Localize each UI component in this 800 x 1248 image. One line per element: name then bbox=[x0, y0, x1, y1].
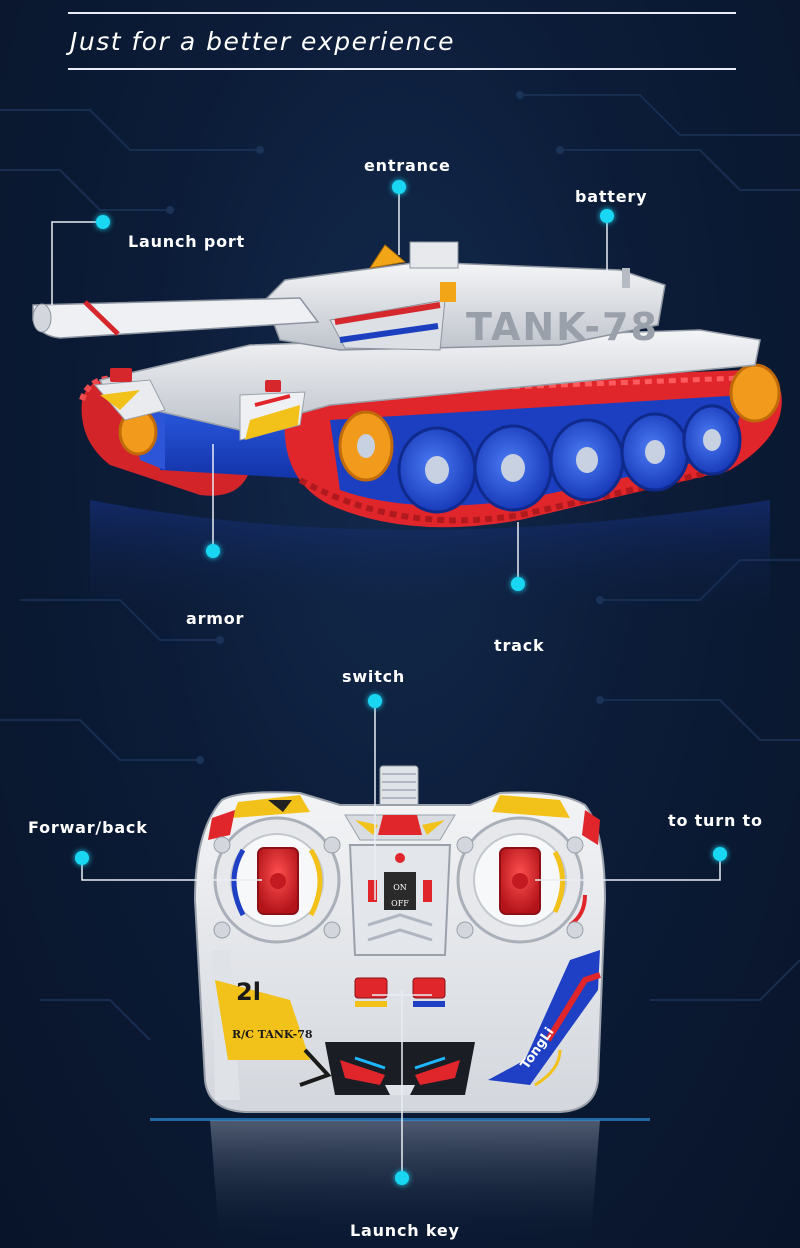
switch-callout-dot bbox=[368, 694, 382, 708]
brand-decal bbox=[488, 950, 600, 1085]
power-switch bbox=[384, 872, 416, 910]
header-bottom-rule bbox=[68, 68, 736, 70]
launch-key-label: Launch key bbox=[350, 1221, 460, 1240]
tank-reflection bbox=[90, 500, 770, 623]
turn-label: to turn to bbox=[668, 811, 763, 830]
launch-key-callout-dot bbox=[395, 1171, 409, 1185]
entrance-label: entrance bbox=[364, 156, 451, 175]
svg-text:ON: ON bbox=[393, 883, 407, 892]
armor-callout-dot bbox=[206, 544, 220, 558]
turret-hatch bbox=[409, 241, 459, 269]
forward-back-label: Forwar/back bbox=[28, 818, 148, 837]
svg-text:2l: 2l bbox=[236, 978, 261, 1006]
track-callout-dot bbox=[511, 577, 525, 591]
launch-button-right bbox=[412, 977, 446, 999]
launch-port-label: Launch port bbox=[128, 232, 246, 251]
road-wheels bbox=[397, 404, 742, 514]
forward-back-callout-dot bbox=[75, 851, 89, 865]
track-label: track bbox=[494, 636, 545, 655]
header-top-rule bbox=[68, 12, 736, 14]
battery-callout-dot bbox=[600, 209, 614, 223]
svg-text:R/C TANK-78: R/C TANK-78 bbox=[232, 1028, 313, 1041]
armor-label: armor bbox=[186, 609, 245, 628]
svg-text:OFF: OFF bbox=[391, 899, 409, 908]
face-emblem bbox=[325, 1042, 475, 1095]
turn-callout-dot bbox=[713, 847, 727, 861]
launch-port-callout-dot bbox=[96, 215, 110, 229]
battery-label: battery bbox=[575, 187, 648, 206]
entrance-callout-dot bbox=[392, 180, 406, 194]
hull-text: TANK-78 bbox=[466, 305, 659, 349]
switch-label: switch bbox=[342, 667, 406, 686]
model-decal bbox=[215, 980, 310, 1060]
launch-button-left bbox=[354, 977, 388, 999]
tagline: Just for a better experience bbox=[70, 27, 456, 56]
